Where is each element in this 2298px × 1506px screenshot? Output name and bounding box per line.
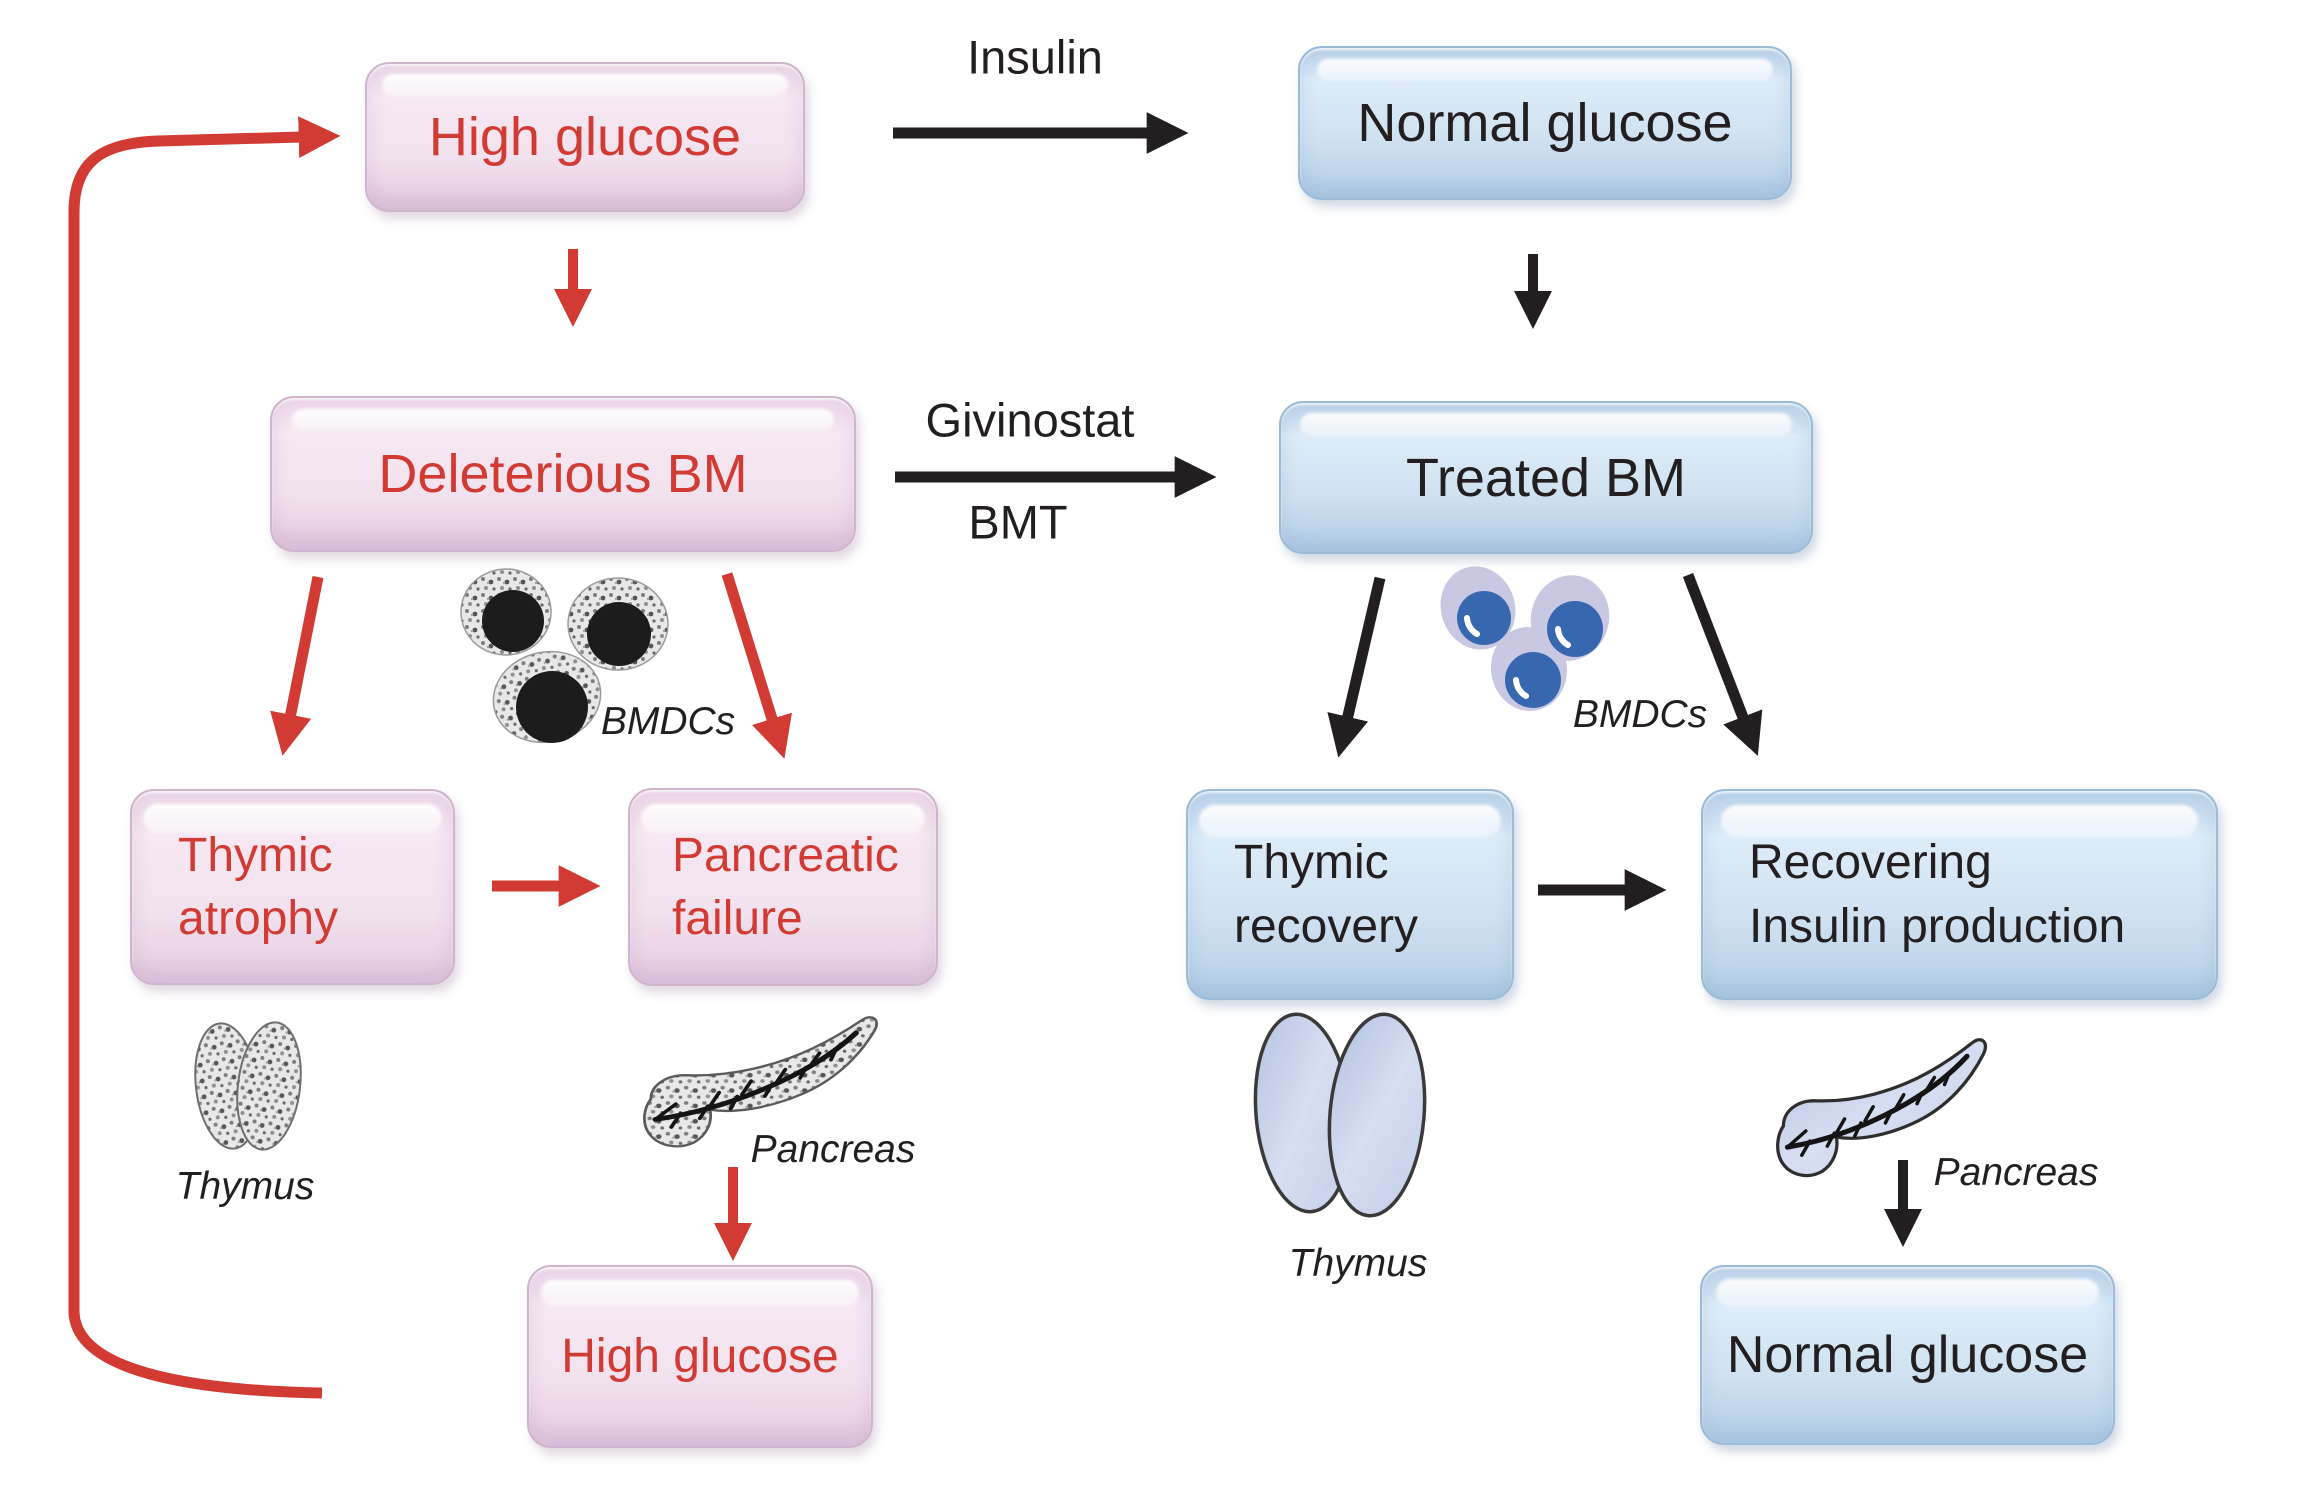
box-recovering-insulin: Recovering Insulin production [1701, 789, 2218, 1000]
thymus-atrophied-icon [194, 1021, 302, 1151]
pancreas-failing-icon [643, 1015, 878, 1148]
pancreas-right-label: Pancreas [1933, 1151, 2099, 1194]
insulin-arrow-label: Insulin [967, 30, 1103, 84]
deleterious-to-thymic-atrophy-arrow [270, 575, 324, 756]
box-label: Normal glucose [1726, 1326, 2089, 1384]
box-thymic-atrophy: Thymic atrophy [130, 789, 455, 985]
box-label: High glucose [561, 1330, 839, 1383]
pancreas-left-label: Pancreas [750, 1128, 916, 1171]
thymus-right-label: Thymus [1288, 1242, 1428, 1285]
box-normal-glucose-top: Normal glucose [1298, 46, 1792, 200]
box-pancreatic-failure: Pancreatic failure [628, 788, 938, 986]
box-label-line1: Recovering [1749, 836, 1992, 890]
box-label-line2: Insulin production [1749, 899, 2126, 953]
box-label-line1: Thymic [178, 828, 333, 882]
bmt-arrow-label: BMT [968, 495, 1068, 549]
box-label-line1: Pancreatic [672, 828, 899, 882]
box-label: Deleterious BM [378, 444, 748, 504]
box-label: Normal glucose [1357, 93, 1733, 153]
bmdc-cells-blue-icon [1440, 566, 1610, 711]
thymus-healthy-icon [1253, 1012, 1427, 1218]
bmdcs-right-label: BMDCs [1572, 693, 1708, 736]
bmdcs-left-label: BMDCs [600, 700, 736, 743]
box-label: High glucose [428, 107, 742, 167]
box-high-glucose-top: High glucose [365, 62, 805, 212]
box-thymic-recovery: Thymic recovery [1186, 789, 1514, 1000]
box-label-line2: atrophy [178, 892, 339, 945]
box-deleterious-bm: Deleterious BM [270, 396, 856, 552]
box-label: Treated BM [1405, 447, 1687, 508]
box-normal-glucose-bottom: Normal glucose [1700, 1265, 2115, 1445]
thymus-left-label: Thymus [175, 1165, 315, 1208]
box-label-line2: recovery [1234, 899, 1419, 953]
treated-to-thymic-recovery-arrow [1327, 576, 1386, 758]
givinostat-arrow-label: Givinostat [925, 393, 1135, 447]
box-label-line1: Thymic [1234, 836, 1389, 890]
box-treated-bm: Treated BM [1279, 401, 1813, 554]
box-high-glucose-bottom: High glucose [527, 1265, 873, 1448]
box-label-line2: failure [672, 892, 803, 945]
